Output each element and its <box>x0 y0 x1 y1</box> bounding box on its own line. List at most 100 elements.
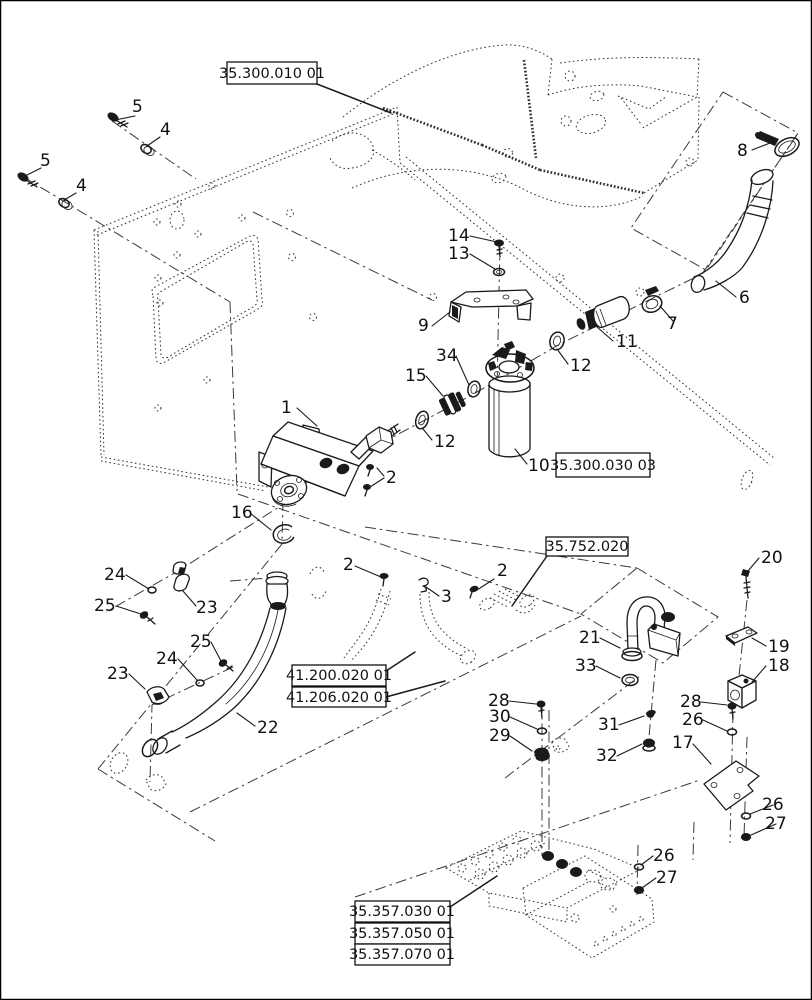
screw-part-14 <box>494 239 504 258</box>
washer-part-26b <box>633 863 645 871</box>
nut-part-27c <box>740 833 752 841</box>
callout-2: 2 <box>386 468 397 488</box>
ref-label[interactable]: 35.357.030 01 <box>349 904 455 920</box>
clamp-set-lower <box>146 659 234 705</box>
clip-part-31 <box>646 709 656 718</box>
callout-23: 23 <box>196 598 218 618</box>
ghost-mount-plate <box>522 855 655 959</box>
clamp-part-7 <box>641 286 663 314</box>
callout-21: 21 <box>579 628 601 648</box>
nut-part-4b <box>58 197 73 210</box>
callout-6: 6 <box>739 288 750 308</box>
callout-25: 25 <box>94 596 116 616</box>
callout-9: 9 <box>418 316 429 336</box>
callout-12: 12 <box>570 356 592 376</box>
filter-part-10 <box>485 341 535 458</box>
callout-12: 12 <box>434 432 456 452</box>
callout-22: 22 <box>257 718 279 738</box>
washer-part-26c <box>740 812 752 820</box>
callout-23: 23 <box>107 664 129 684</box>
hose-clamp-part-8 <box>755 131 800 158</box>
strap-part-19 <box>725 626 758 646</box>
callout-19: 19 <box>768 637 790 657</box>
callout-10: 10 <box>528 456 550 476</box>
clamp-set-upper <box>139 561 190 625</box>
bolt-part-2a <box>363 464 374 497</box>
callout-26: 26 <box>762 795 784 815</box>
screw-part-5b <box>17 172 39 188</box>
callout-34: 34 <box>436 346 458 366</box>
callout-20: 20 <box>761 548 783 568</box>
callout-13: 13 <box>448 244 470 264</box>
washer-part-30 <box>536 727 548 735</box>
callout-14: 14 <box>448 226 470 246</box>
callout-27: 27 <box>765 814 787 834</box>
callout-15: 15 <box>405 366 427 386</box>
clamp-block-part-18 <box>727 674 757 709</box>
ref-label[interactable]: 41.206.020 01 <box>286 690 392 706</box>
ref-box-35-357-050-01[interactable]: 35.357.050 01 <box>349 922 455 945</box>
ghost-valve-block <box>444 830 643 923</box>
callout-18: 18 <box>768 656 790 676</box>
ref-label[interactable]: 35.300.010 01 <box>219 66 325 82</box>
bolt-part-28r <box>727 702 737 720</box>
hose-part-22 <box>109 566 327 792</box>
callout-11: 11 <box>616 332 638 352</box>
callout-33: 33 <box>575 656 597 676</box>
oring-part-34 <box>467 380 481 398</box>
washer-part-13 <box>492 267 506 277</box>
callout-31: 31 <box>598 715 620 735</box>
washer-part-26r <box>726 728 738 736</box>
ref-label[interactable]: 35.357.050 01 <box>349 926 455 942</box>
ghost-side-panel <box>93 106 775 492</box>
ref-label[interactable]: 41.200.020 01 <box>286 668 392 684</box>
callout-29: 29 <box>489 726 511 746</box>
ref-box-35-752-020[interactable]: 35.752.020 <box>545 536 629 557</box>
callout-27: 27 <box>656 868 678 888</box>
callout-16: 16 <box>231 503 253 523</box>
oring-part-33 <box>621 673 639 687</box>
ref-label[interactable]: 35.357.070 01 <box>349 947 455 963</box>
nut-part-4a <box>140 143 155 156</box>
ref-box-35-357-030-01[interactable]: 35.357.030 01 <box>349 900 455 923</box>
callout-2: 2 <box>497 561 508 581</box>
callout-26: 26 <box>653 846 675 866</box>
callout-8: 8 <box>737 141 748 161</box>
washer-part-12a <box>414 410 430 430</box>
ref-box-41-200-020-01[interactable]: 41.200.020 01 <box>286 664 392 687</box>
callout-30: 30 <box>489 707 511 727</box>
callout-5: 5 <box>40 151 51 171</box>
tube-part-6 <box>690 168 774 293</box>
callouts: 5 4 5 4 8 14 13 9 6 7 11 12 34 15 1 12 2… <box>40 97 790 888</box>
callout-24: 24 <box>104 565 126 585</box>
nut-part-32 <box>642 738 656 752</box>
callout-2: 2 <box>343 555 354 575</box>
ref-label[interactable]: 35.300.030 03 <box>550 458 656 474</box>
callout-4: 4 <box>160 120 171 140</box>
callout-7: 7 <box>667 314 678 334</box>
callout-3: 3 <box>441 587 452 607</box>
bracket-part-1 <box>258 421 401 507</box>
ref-box-35-300-010-01[interactable]: 35.300.010 01 <box>219 61 325 85</box>
bolt-part-20 <box>741 569 751 599</box>
parts <box>17 112 800 959</box>
phantom-lines <box>21 91 799 898</box>
grommet-part-15 <box>438 391 466 416</box>
bolt-part-28l <box>536 700 546 719</box>
washer-part-12b <box>549 331 565 351</box>
ref-label[interactable]: 35.752.020 <box>545 539 628 555</box>
clamp-part-29 <box>534 737 570 762</box>
callout-28: 28 <box>488 691 510 711</box>
fitting-part-11 <box>576 295 630 330</box>
elbow-part-21 <box>621 596 681 662</box>
plate-part-17 <box>703 760 760 811</box>
callout-4: 4 <box>76 176 87 196</box>
ref-box-35-357-070-01[interactable]: 35.357.070 01 <box>349 943 455 966</box>
ref-box-35-300-030-03[interactable]: 35.300.030 03 <box>550 452 656 478</box>
ghost-top-panel <box>329 44 700 208</box>
ref-box-41-206-020-01[interactable]: 41.206.020 01 <box>286 686 392 708</box>
callout-26: 26 <box>682 710 704 730</box>
bracket-part-9 <box>448 289 534 323</box>
reference-boxes: 35.300.010 01 35.300.030 03 35.752.020 4… <box>219 61 656 966</box>
